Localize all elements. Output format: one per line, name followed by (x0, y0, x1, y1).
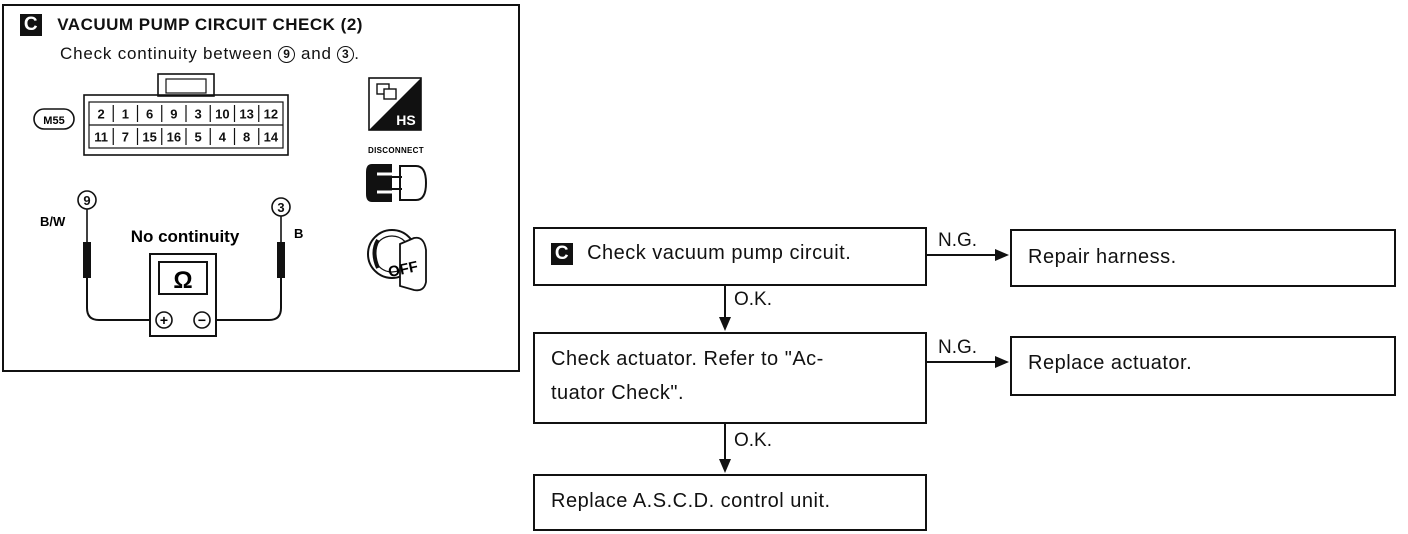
replace-actuator-text: Replace actuator. (1028, 352, 1193, 374)
connector-latch (157, 73, 215, 97)
step-check-actuator: Check actuator. Refer to "Ac- tuator Che… (533, 332, 927, 424)
panel-title: VACUUM PUMP CIRCUIT CHECK (2) (57, 15, 363, 34)
left-probe-pin: 9 (83, 193, 90, 208)
ohmmeter-minus-label: − (198, 312, 206, 328)
step-check-vacuum-pump: C Check vacuum pump circuit. (533, 227, 927, 286)
connector-pin: 14 (264, 130, 279, 145)
connector-latch-inner (165, 78, 207, 94)
connector-id-outline (33, 108, 75, 130)
ohm-symbol: Ω (173, 267, 192, 294)
connector-pin: 3 (195, 107, 202, 122)
left-probe (83, 242, 91, 278)
action-replace-actuator: Replace actuator. (1010, 336, 1396, 396)
right-probe (277, 242, 285, 278)
ohmmeter-minus-terminal (193, 311, 211, 329)
off-label: OFF (387, 258, 420, 281)
connector-pin: 5 (195, 130, 202, 145)
connector-pin: 6 (146, 107, 153, 122)
connector-pin: 15 (142, 130, 156, 145)
connector-pin: 11 (94, 130, 108, 145)
connector-pin: 16 (167, 130, 181, 145)
action-repair-harness: Repair harness. (1010, 229, 1396, 287)
step3-text: Replace A.S.C.D. control unit. (551, 490, 831, 512)
left-wire-color: B/W (40, 214, 66, 229)
panel-instruction: Check continuity between 9 and 3. (60, 44, 360, 64)
step-badge: C (551, 243, 573, 265)
ohmmeter-plus-terminal (155, 311, 173, 329)
instruction-prefix: Check continuity between (60, 44, 273, 63)
meter-result: No continuity (131, 227, 240, 246)
panel-heading: C VACUUM PUMP CIRCUIT CHECK (2) (20, 14, 363, 36)
hs-label: HS (396, 112, 415, 128)
connector-id-label: M55 (43, 115, 64, 127)
step-replace-control-unit: Replace A.S.C.D. control unit. (533, 474, 927, 531)
right-lead (205, 278, 282, 321)
step-badge: C (20, 14, 42, 36)
connector-pin: 4 (219, 130, 227, 145)
ohmmeter-display (158, 261, 208, 295)
connector-pin: 1 (122, 107, 129, 122)
instruction-mid: and (301, 44, 332, 63)
ok-label-2: O.K. (734, 430, 773, 451)
connector-pin: 7 (122, 130, 129, 145)
instruction-suffix: . (354, 44, 360, 63)
harness-side-icon: HS (368, 77, 422, 131)
ng-label-1: N.G. (938, 230, 978, 251)
right-wire-color: B (294, 226, 303, 241)
ng-label-2: N.G. (938, 337, 978, 358)
check-panel (2, 4, 520, 372)
connector-pin: 9 (170, 107, 177, 122)
step2-line2: tuator Check". (551, 382, 685, 404)
pin-b-marker: 3 (337, 46, 355, 63)
step1-text: Check vacuum pump circuit. (587, 242, 852, 264)
connector-pin: 2 (98, 107, 105, 122)
left-lead (86, 278, 154, 321)
connector-pin: 13 (239, 107, 253, 122)
right-probe-pin: 3 (277, 200, 284, 215)
connector-pin: 12 (264, 107, 278, 122)
pin-a-marker: 9 (278, 46, 296, 63)
ignition-off-icon: OFF (367, 229, 427, 292)
step2-line1: Check actuator. Refer to "Ac- (551, 348, 824, 370)
connector-pin: 8 (243, 130, 250, 145)
ohmmeter-plus-label: + (160, 312, 168, 328)
repair-harness-text: Repair harness. (1028, 246, 1177, 268)
disconnect-icon: DISCONNECT (366, 146, 428, 202)
disconnect-label: DISCONNECT (368, 146, 424, 155)
connector-outline (83, 94, 289, 156)
connector-pin: 10 (215, 107, 229, 122)
ok-label-1: O.K. (734, 289, 773, 310)
